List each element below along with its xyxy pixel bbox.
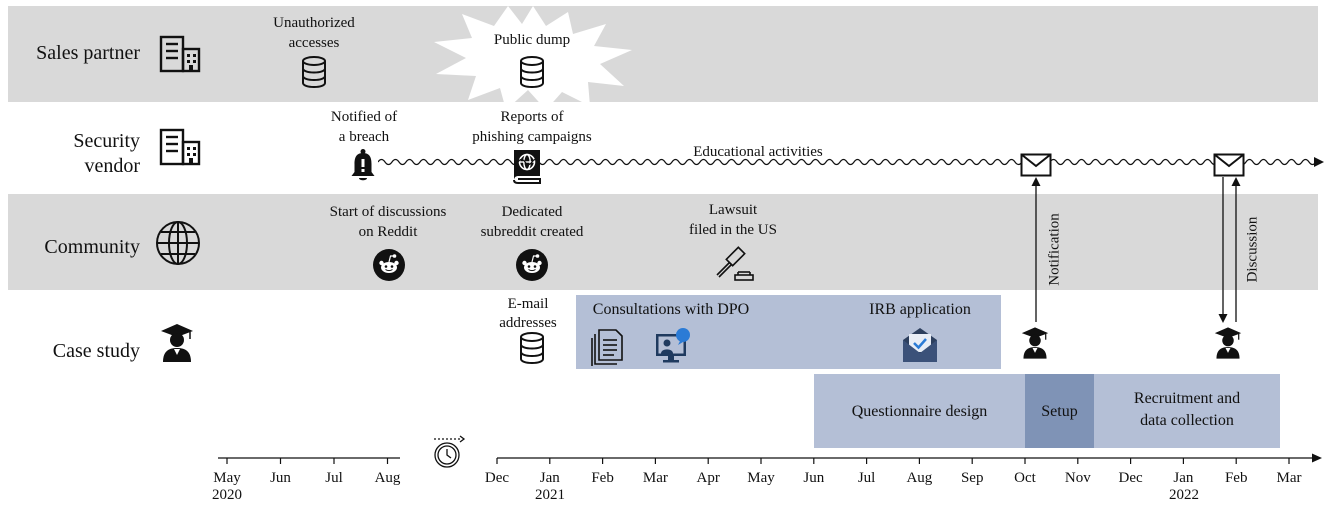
year-2022-label: 2022: [1169, 487, 1199, 503]
envelope-icon: [1020, 153, 1052, 177]
bell-icon: [351, 149, 375, 181]
questionnaire-design-box: [814, 374, 1025, 448]
document-icon: [591, 329, 623, 366]
unauthorized-accesses-label-line2: accesses: [288, 35, 340, 51]
lane-label-case-study: Case study: [52, 340, 140, 362]
phishing-book-icon: [513, 150, 541, 184]
year-2021-label: 2021: [535, 487, 565, 503]
lane-label-sales-partner: Sales partner: [36, 42, 140, 64]
month-label-right-10: Oct: [1014, 470, 1036, 486]
building-icon: [159, 35, 201, 73]
month-label-right-3: Mar: [642, 470, 668, 486]
mail-check-icon: [903, 328, 937, 362]
graduate-icon: [161, 324, 193, 362]
month-label-right-15: Mar: [1276, 470, 1302, 486]
month-label-right-4: Apr: [696, 470, 720, 486]
subreddit-created-label-line2: subreddit created: [480, 224, 584, 240]
database-icon: [302, 56, 326, 88]
lawsuit-label-line1: Lawsuit: [708, 202, 758, 218]
month-label-right-11: Nov: [1064, 470, 1091, 486]
month-label-right-13: Jan: [1173, 470, 1194, 486]
month-label-right-6: Jun: [803, 470, 825, 486]
month-label-left-3: Aug: [374, 470, 401, 486]
month-label-right-14: Feb: [1224, 470, 1248, 486]
month-label-left-1: Jun: [270, 470, 291, 486]
lane-label-community: Community: [44, 236, 140, 258]
building-icon: [159, 128, 201, 166]
notified-breach-label-line2: a breach: [338, 129, 390, 145]
reddit-icon: [516, 249, 548, 281]
notified-breach-label-line1: Notified of: [330, 109, 398, 125]
graduate-icon: [1021, 327, 1049, 359]
reddit-discussions-label-line1: Start of discussions: [329, 204, 447, 220]
recruitment-label-line2: data collection: [1140, 412, 1234, 429]
discussion-arrow-up: [1231, 177, 1241, 322]
public-dump-label: Public dump: [493, 32, 571, 48]
setup-box: [1025, 374, 1094, 448]
lawsuit-label-line2: filed in the US: [689, 222, 777, 238]
gavel-icon: [716, 246, 754, 281]
setup-label: Setup: [1041, 403, 1078, 420]
globe-icon: [156, 221, 200, 265]
lane-sales-partner: [8, 6, 1318, 102]
month-label-left-2: Jul: [325, 470, 343, 486]
phishing-reports-label-line2: phishing campaigns: [472, 129, 592, 145]
email-addresses-label-line2: addresses: [499, 315, 557, 331]
educational-activities-wave: [378, 157, 1324, 167]
recruitment-box: [1094, 374, 1280, 448]
email-addresses-label-line1: E-mail: [507, 296, 549, 312]
reddit-discussions-label-line2: on Reddit: [358, 224, 418, 240]
phishing-reports-label-line1: Reports of: [500, 109, 564, 125]
unauthorized-accesses-label-line1: Unauthorized: [273, 15, 355, 31]
month-label-right-8: Aug: [906, 470, 933, 486]
graduate-icon: [1214, 327, 1242, 359]
month-label-right-7: Jul: [857, 470, 876, 486]
clock-skip-icon: [434, 435, 466, 468]
lane-label-security-vendor-line1: Security: [73, 130, 140, 152]
month-label-right-1: Jan: [539, 470, 560, 486]
month-label-left-0: May: [213, 470, 241, 486]
lane-community: [8, 194, 1318, 290]
notification-label: Notification: [1046, 213, 1063, 286]
notification-arrow: [1031, 177, 1041, 322]
month-label-right-9: Sep: [960, 470, 984, 486]
month-label-right-12: Dec: [1118, 470, 1143, 486]
consultations-dpo-label: Consultations with DPO: [592, 301, 750, 318]
recruitment-label-line1: Recruitment and: [1133, 390, 1241, 407]
month-label-right-0: Dec: [484, 470, 510, 486]
discussion-label: Discussion: [1244, 216, 1261, 283]
discussion-arrow-down: [1218, 177, 1228, 323]
month-label-right-2: Feb: [591, 470, 614, 486]
lane-label-security-vendor-line2: vendor: [84, 155, 140, 177]
timeline-axis: [218, 453, 1322, 464]
reddit-icon: [373, 249, 405, 281]
educational-activities-label: Educational activities: [693, 144, 823, 160]
envelope-icon: [1213, 153, 1245, 177]
month-label-right-5: May: [747, 470, 775, 486]
database-icon: [520, 332, 544, 364]
video-call-icon: [656, 328, 690, 363]
database-icon: [520, 56, 544, 88]
year-2020-label: 2020: [212, 487, 242, 503]
questionnaire-design-label: Questionnaire design: [851, 403, 988, 420]
irb-application-label: IRB application: [869, 301, 971, 318]
subreddit-created-label-line1: Dedicated: [501, 204, 563, 220]
